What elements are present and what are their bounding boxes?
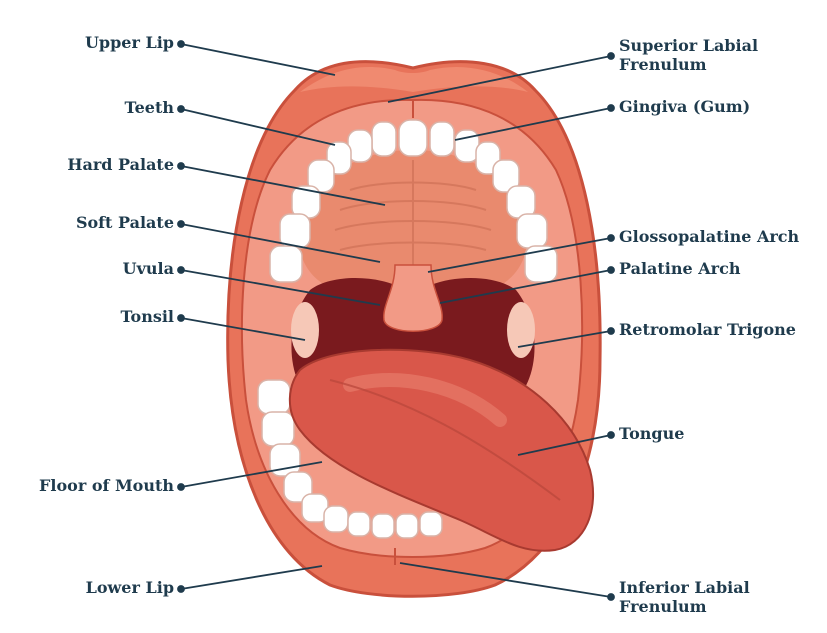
label-upper-lip: Upper Lip (85, 33, 174, 52)
label-uvula: Uvula (123, 259, 174, 278)
label-tonsil: Tonsil (120, 307, 174, 326)
label-soft-palate: Soft Palate (76, 213, 174, 232)
label-tongue: Tongue (619, 424, 684, 443)
label-retromolar-trigone: Retromolar Trigone (619, 320, 796, 339)
label-lower-lip: Lower Lip (86, 578, 174, 597)
label-glossopalatine-arch: Glossopalatine Arch (619, 227, 799, 246)
label-floor-of-mouth: Floor of Mouth (39, 476, 174, 495)
label-superior-labial-frenulum: Superior Labial Frenulum (619, 36, 809, 74)
label-inferior-labial-frenulum: Inferior Labial Frenulum (619, 578, 789, 616)
label-hard-palate: Hard Palate (67, 155, 174, 174)
left-tonsil-shape (291, 302, 319, 358)
label-teeth: Teeth (125, 98, 174, 117)
label-palatine-arch: Palatine Arch (619, 259, 740, 278)
label-gingiva: Gingiva (Gum) (619, 97, 750, 116)
right-tonsil-shape (507, 302, 535, 358)
